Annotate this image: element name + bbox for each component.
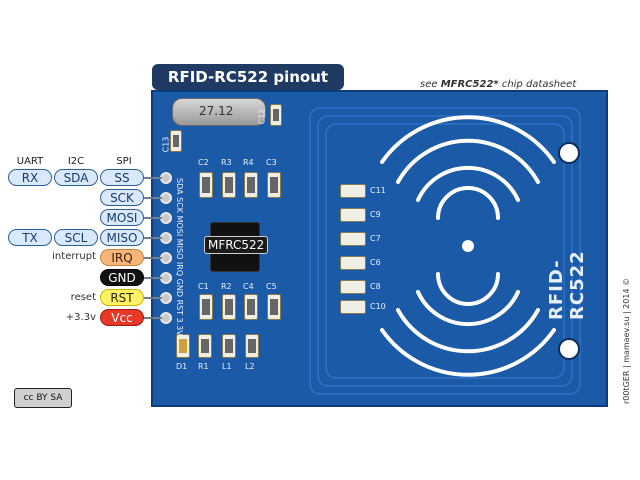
antenna-graphic bbox=[309, 107, 581, 395]
rf-wave-bottom-2 bbox=[416, 290, 520, 327]
silk-c1: C1 bbox=[198, 282, 209, 291]
silk-c8: C8 bbox=[370, 282, 381, 291]
col-head-i2c: I2C bbox=[67, 156, 85, 167]
silk-r3: R3 bbox=[221, 158, 232, 167]
silk-d1: D1 bbox=[176, 362, 188, 371]
smd-r1 bbox=[198, 334, 212, 358]
smd-c2 bbox=[199, 172, 213, 198]
pin-miso: MISO bbox=[100, 229, 144, 246]
smd-c3 bbox=[267, 172, 281, 198]
rf-wave-bottom-1 bbox=[436, 272, 500, 306]
datasheet-note: see MFRC522* chip datasheet bbox=[420, 79, 576, 90]
smd-r3 bbox=[222, 172, 236, 198]
pin-mosi: MOSI bbox=[100, 209, 144, 226]
pin-sck: SCK bbox=[100, 189, 144, 206]
note-suffix: chip datasheet bbox=[498, 79, 577, 90]
col-head-uart: UART bbox=[16, 156, 44, 167]
pin-gnd: GND bbox=[100, 269, 144, 286]
board-name: RFID-RC522 bbox=[546, 250, 588, 320]
rf-waves bbox=[380, 115, 556, 377]
page-title: RFID-RC522 pinout bbox=[152, 64, 344, 90]
pin-uart-tx: TX bbox=[8, 229, 52, 246]
rf-wave-top-3 bbox=[396, 138, 540, 184]
smd-r2 bbox=[222, 294, 236, 320]
silk-c12: C12 bbox=[257, 108, 267, 125]
pin-ss: SS bbox=[100, 169, 144, 186]
pin-i2c-scl: SCL bbox=[54, 229, 98, 246]
lead-6 bbox=[142, 277, 162, 279]
silk-c3: C3 bbox=[266, 158, 277, 167]
lead-7 bbox=[142, 297, 162, 299]
lead-1 bbox=[142, 177, 162, 179]
silk-l2: L2 bbox=[245, 362, 255, 371]
silk-c9: C9 bbox=[370, 210, 381, 219]
lead-2 bbox=[142, 197, 162, 199]
antenna-trace-1 bbox=[309, 107, 581, 395]
crystal: 27.12 bbox=[172, 98, 266, 126]
silk-c10: C10 bbox=[370, 302, 386, 311]
label-reset: reset bbox=[70, 292, 96, 303]
rf-wave-bottom-4 bbox=[380, 328, 556, 377]
silk-c5: C5 bbox=[266, 282, 277, 291]
label-interrupt: interrupt bbox=[52, 251, 96, 262]
smd-c12 bbox=[270, 104, 282, 126]
silk-l1: L1 bbox=[222, 362, 232, 371]
lead-4 bbox=[142, 237, 162, 239]
silk-c7: C7 bbox=[370, 234, 381, 243]
pin-rst: RST bbox=[100, 289, 144, 306]
silk-r1: R1 bbox=[198, 362, 209, 371]
silk-r2: R2 bbox=[221, 282, 232, 291]
smd-c6 bbox=[340, 256, 366, 270]
note-chip: MFRC522* bbox=[440, 79, 499, 90]
silk-c6: C6 bbox=[370, 258, 381, 267]
smd-c10 bbox=[340, 300, 366, 314]
silk-c2: C2 bbox=[198, 158, 209, 167]
pin-uart-rx: RX bbox=[8, 169, 52, 186]
rf-wave-top-4 bbox=[380, 115, 556, 164]
header-silk: SDA SCK MOSI MISO IRQ GND RST 3.3V bbox=[175, 178, 184, 336]
cc-license-badge: cc BY SA bbox=[14, 388, 72, 408]
rf-center-dot bbox=[462, 240, 474, 252]
pin-irq: IRQ bbox=[100, 249, 144, 266]
silk-r4: R4 bbox=[243, 158, 254, 167]
silk-c11: C11 bbox=[370, 186, 386, 195]
pin-vcc: Vcc bbox=[100, 309, 144, 326]
mount-hole-bottom bbox=[558, 338, 580, 360]
smd-r4 bbox=[244, 172, 258, 198]
smd-l1 bbox=[222, 334, 236, 358]
lead-5 bbox=[142, 257, 162, 259]
chip-label: MFRC522 bbox=[204, 236, 269, 254]
crystal-label: 27.12 bbox=[199, 104, 234, 118]
smd-l2 bbox=[245, 334, 259, 358]
smd-c8 bbox=[340, 280, 366, 294]
smd-c11 bbox=[340, 184, 366, 198]
rf-wave-bottom-3 bbox=[396, 308, 540, 354]
pin-i2c-sda: SDA bbox=[54, 169, 98, 186]
note-prefix: see bbox=[420, 79, 441, 90]
col-head-spi: SPI bbox=[116, 156, 132, 167]
label-3v3: +3.3v bbox=[65, 312, 96, 323]
antenna-trace-3 bbox=[325, 123, 565, 379]
smd-c4 bbox=[244, 294, 258, 320]
silk-c4: C4 bbox=[243, 282, 254, 291]
smd-c7 bbox=[340, 232, 366, 246]
antenna-trace-2 bbox=[317, 115, 573, 387]
smd-d1 bbox=[176, 334, 190, 358]
copyright: r00tGER | mamaev.su | 2014 © bbox=[622, 277, 631, 404]
rf-wave-top-1 bbox=[436, 186, 500, 220]
smd-c1 bbox=[199, 294, 213, 320]
smd-c9 bbox=[340, 208, 366, 222]
lead-3 bbox=[142, 217, 162, 219]
mount-hole-top bbox=[558, 142, 580, 164]
rf-wave-top-2 bbox=[416, 165, 520, 202]
smd-c5 bbox=[267, 294, 281, 320]
lead-8 bbox=[142, 317, 162, 319]
smd-c13 bbox=[170, 130, 182, 152]
